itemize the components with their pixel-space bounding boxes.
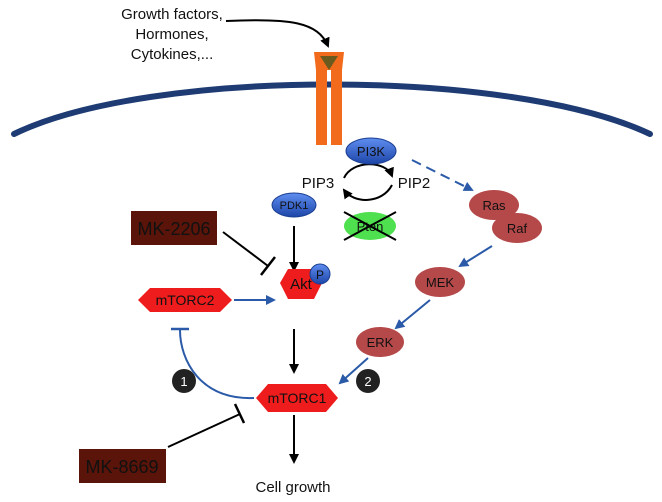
pten-cross-line-b <box>343 211 397 241</box>
mk8669-inhibition-line <box>167 413 241 448</box>
erk-node <box>356 327 404 357</box>
mek-node <box>415 267 465 297</box>
cell-membrane <box>11 81 653 137</box>
pdk1-node <box>271 192 317 218</box>
mk2206-label: MK-2206 <box>137 219 210 239</box>
pdk1-label: PDK1 <box>280 200 309 212</box>
pip3-to-pip2-arrow <box>343 163 394 179</box>
ligand-text-line-1: Growth factors, <box>121 6 223 23</box>
raf-label: Raf <box>507 221 528 236</box>
ras-label: Ras <box>482 198 506 213</box>
mk8669-box <box>79 449 166 483</box>
ras-node <box>469 190 519 220</box>
pip2-label: PIP2 <box>398 175 431 192</box>
mk8669-label: MK-8669 <box>85 457 158 477</box>
raf-to-mek-arrow <box>458 245 493 268</box>
phospho-label: P <box>316 268 324 282</box>
mtorc2-label: mTORC2 <box>156 292 215 308</box>
mk2206-inhibition-line <box>222 231 269 267</box>
cell-growth-label: Cell growth <box>255 479 330 496</box>
mtorc1-node <box>256 384 338 412</box>
mtorc1-label: mTORC1 <box>268 390 327 406</box>
pi3k-node <box>345 137 397 165</box>
erk-to-mtorc1-arrow <box>338 357 369 385</box>
receptor <box>314 52 344 145</box>
badge-2-label: 2 <box>364 374 371 389</box>
badge-1-label: 1 <box>180 374 187 389</box>
receptor-ligand-site <box>320 56 338 70</box>
mtorc1-feedback-to-mtorc2 <box>179 329 255 400</box>
pi3k-label: PI3K <box>357 144 386 159</box>
akt-label: Akt <box>290 276 313 293</box>
erk-label: ERK <box>367 335 394 350</box>
ligand-text-line-3: Cytokines,... <box>131 46 214 63</box>
phospho-badge <box>309 263 331 285</box>
mtorc2-node <box>138 288 232 312</box>
pip2-to-pip3-arrow <box>342 184 393 201</box>
pip3-label: PIP3 <box>302 175 335 192</box>
raf-node <box>492 213 542 243</box>
badge-1 <box>172 369 196 393</box>
mk8669-inhibition-bar <box>233 403 246 424</box>
badge-2 <box>356 369 380 393</box>
ligand-arrow <box>225 19 330 48</box>
mek-to-erk-arrow <box>394 299 431 330</box>
mek-label: MEK <box>426 275 455 290</box>
mk2206-box <box>131 211 217 245</box>
pip2-to-ras-arrow <box>411 159 474 191</box>
ligand-text-line-2: Hormones, <box>135 26 208 43</box>
mk2206-inhibition-bar <box>260 256 276 276</box>
